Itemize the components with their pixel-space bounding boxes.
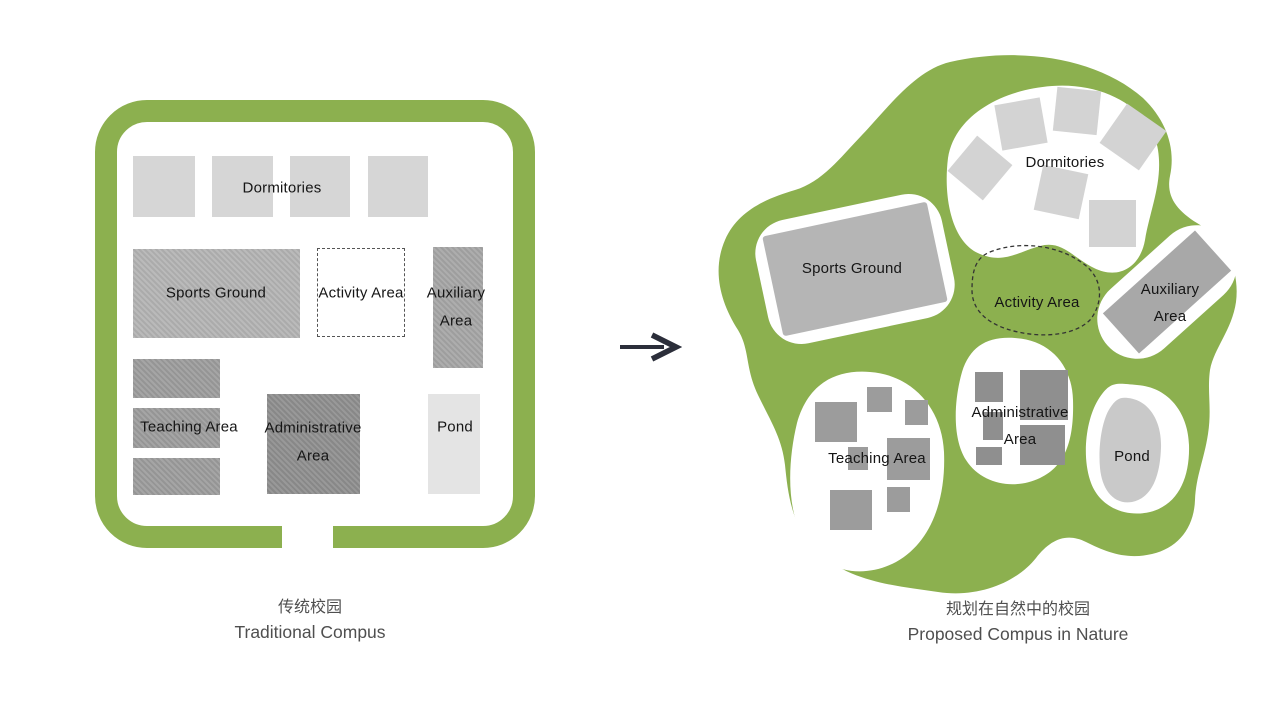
auxiliary-label-line1: Auxiliary	[1141, 281, 1200, 298]
dormitories-label: Dormitories	[1026, 154, 1105, 171]
teaching-building	[905, 400, 928, 425]
dormitory-block	[368, 156, 428, 217]
dormitory-block	[212, 156, 273, 217]
campus-entrance-gap	[282, 518, 333, 550]
teaching-building	[815, 402, 857, 442]
traditional-campus-caption-en: Traditional Compus	[234, 622, 386, 642]
administrative-building	[983, 412, 1003, 440]
teaching-block	[133, 359, 220, 398]
nature-campus-diagram: Dormitories Sports Ground Activity Area …	[718, 55, 1237, 594]
teaching-building	[887, 438, 930, 480]
administrative-label-line2: Area	[296, 447, 330, 465]
auxiliary-area-label-line2: Area	[439, 312, 473, 330]
auxiliary-area-block	[433, 247, 483, 368]
auxiliary-area-label-line1: Auxiliary	[426, 284, 486, 302]
dorm-building	[947, 135, 1013, 201]
teaching-building	[830, 490, 872, 530]
pond-water	[1099, 397, 1162, 503]
auxiliary-building	[1102, 230, 1232, 354]
dormitory-block	[133, 156, 195, 217]
dorm-building	[1099, 103, 1167, 171]
auxiliary-label-line2: Area	[1154, 308, 1187, 325]
pond-label: Pond	[1114, 448, 1150, 465]
activity-area-outline	[971, 244, 1101, 336]
sports-ground-label: Sports Ground	[165, 284, 267, 302]
traditional-campus-diagram: Dormitories Sports Ground Activity Area …	[95, 100, 535, 550]
dorm-building	[994, 97, 1048, 151]
teaching-building	[867, 387, 892, 412]
nature-campus-caption: 规划在自然中的校园 Proposed Compus in Nature	[908, 598, 1129, 647]
nature-campus-caption-zh: 规划在自然中的校园	[945, 601, 1090, 618]
pond-label: Pond	[437, 418, 473, 436]
dorm-building	[1089, 200, 1136, 247]
dormitories-label: Dormitories	[242, 179, 322, 197]
administrative-building	[976, 447, 1002, 465]
dormitory-block	[290, 156, 350, 217]
activity-area-outline	[317, 248, 405, 337]
transform-arrow-icon	[620, 332, 682, 362]
sports-ground-block	[133, 249, 300, 338]
dorm-building	[1052, 86, 1102, 136]
administrative-building	[1020, 370, 1068, 420]
administrative-label-line1: Administrative	[264, 419, 362, 437]
pond-block	[428, 394, 480, 494]
teaching-block	[133, 408, 220, 448]
nature-campus-caption-en: Proposed Compus in Nature	[907, 624, 1129, 644]
administrative-area-block	[267, 394, 360, 494]
administrative-label-line2: Area	[1004, 431, 1037, 448]
administrative-label-line1: Administrative	[972, 404, 1069, 421]
teaching-building	[887, 487, 910, 512]
administrative-building	[975, 372, 1003, 402]
traditional-campus-caption: 传统校园 Traditional Compus	[234, 596, 385, 645]
teaching-block	[133, 458, 220, 495]
teaching-area-label: Teaching Area	[140, 418, 238, 436]
sports-ground-label: Sports Ground	[802, 260, 902, 277]
traditional-campus-caption-zh: 传统校园	[277, 599, 342, 616]
dorm-building	[1033, 164, 1089, 220]
sports-ground-field	[762, 202, 948, 336]
teaching-area-label: Teaching Area	[828, 450, 926, 467]
teaching-building	[848, 447, 868, 470]
activity-area-label: Activity Area	[994, 294, 1080, 311]
administrative-building	[1020, 425, 1065, 465]
activity-area-label: Activity Area	[318, 284, 404, 302]
